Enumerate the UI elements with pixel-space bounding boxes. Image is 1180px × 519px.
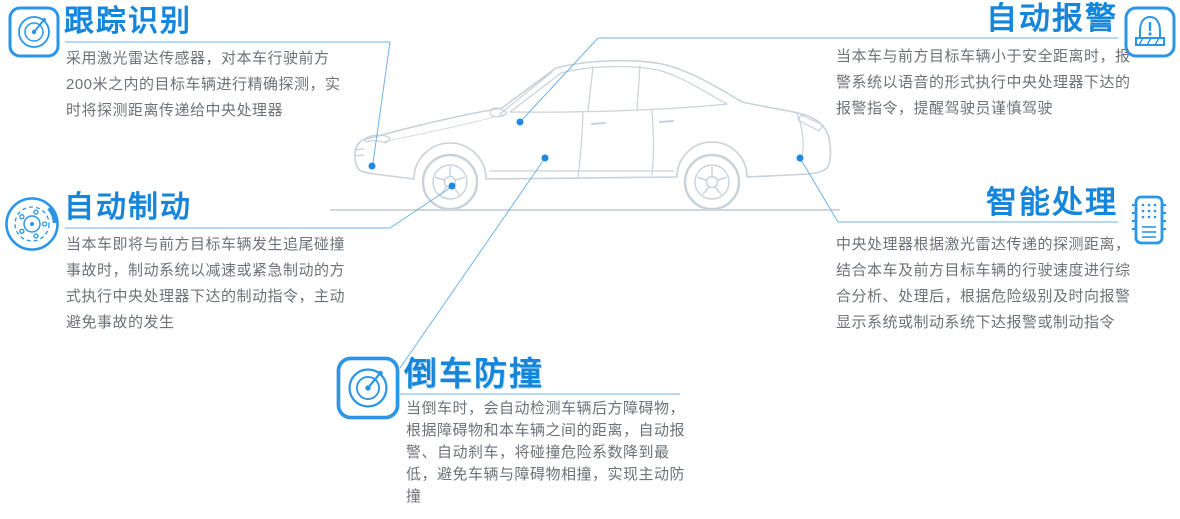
chip-icon xyxy=(1122,192,1174,248)
alarm-anchor-dot xyxy=(516,118,524,126)
radar-icon xyxy=(8,6,60,58)
feature-title: 自动制动 xyxy=(64,191,192,224)
feature-title: 倒车防撞 xyxy=(404,355,544,392)
braking-anchor-dot xyxy=(448,182,456,190)
feature-reverse: 倒车防撞 当倒车时，会自动检测车辆后方障碍物，根据障碍物和本车辆之间的距离，自动… xyxy=(330,352,730,519)
feature-description: 当本车与前方目标车辆小于安全距离时，报警系统以语音的形式执行中央处理器下达的报警… xyxy=(836,48,1131,117)
radar-icon xyxy=(336,356,400,420)
brake-disc-icon xyxy=(4,196,60,252)
feature-title: 智能处理 xyxy=(986,185,1118,220)
feature-description: 采用激光雷达传感器，对本车行驶前方200米之内的目标车辆进行精确探测，实时将探测… xyxy=(66,50,341,119)
car-illustration xyxy=(354,59,832,211)
reverse-anchor-dot xyxy=(541,154,549,162)
feature-description: 当倒车时，会自动检测车辆后方障碍物，根据障碍物和本车辆之间的距离，自动报警、自动… xyxy=(406,400,686,505)
feature-alarm: 自动报警 当本车与前方目标车辆小于安全距离时，报警系统以语音的形式执行中央处理器… xyxy=(780,0,1180,160)
feature-title: 自动报警 xyxy=(986,1,1118,36)
siren-alert-icon xyxy=(1124,6,1176,58)
feature-title: 跟踪识别 xyxy=(64,5,192,38)
feature-description: 中央处理器根据激光雷达传递的探测距离，结合本车及前方目标车辆的行驶速度进行综合分… xyxy=(836,236,1131,331)
tracking-anchor-dot xyxy=(368,162,376,170)
feature-description: 当本车即将与前方目标车辆发生追尾碰撞事故时，制动系统以减速或紧急制动的方式执行中… xyxy=(66,236,346,331)
